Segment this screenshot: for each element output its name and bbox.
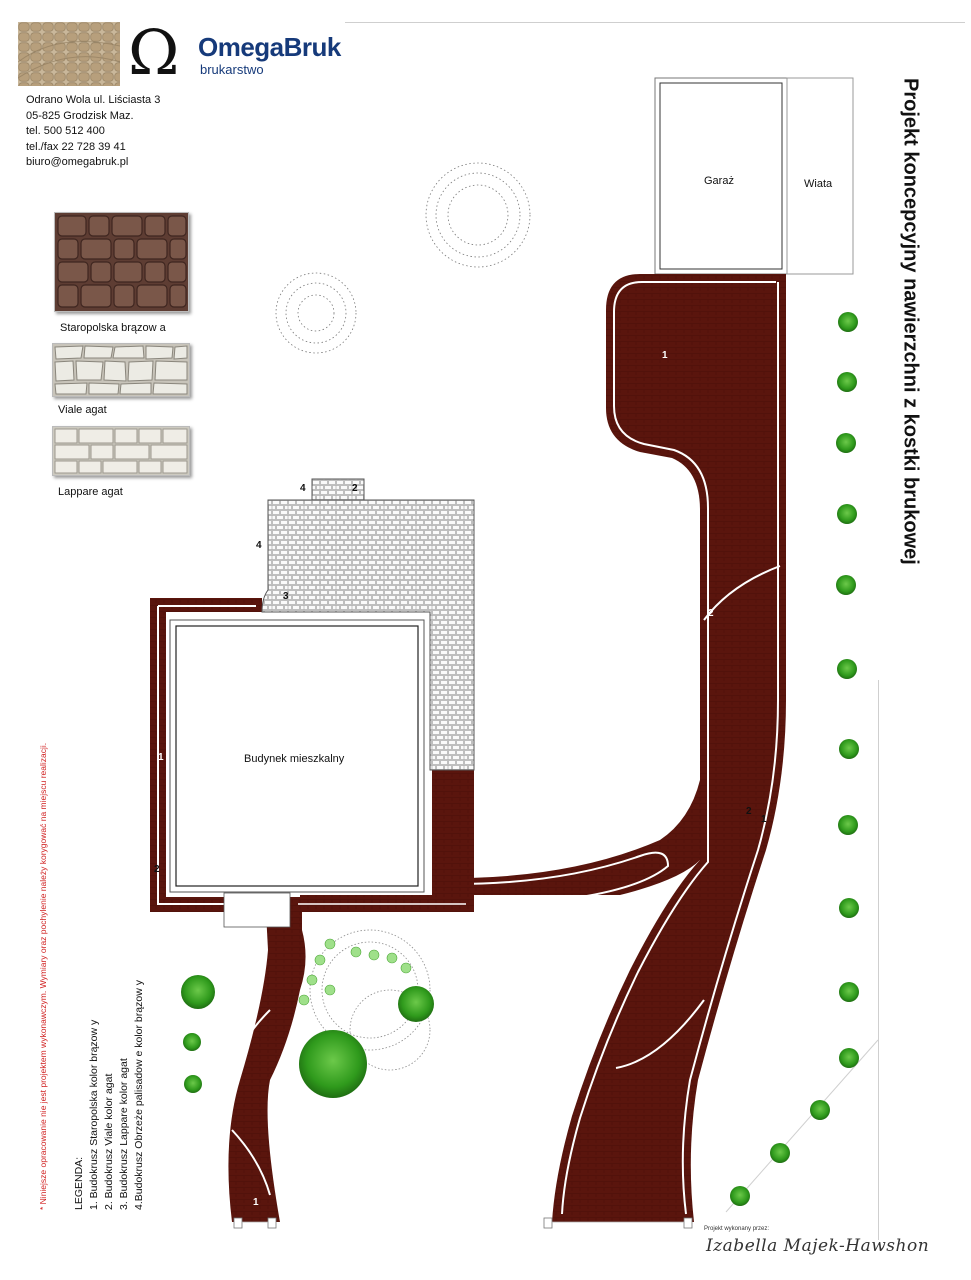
legend-item: 2. Budokrusz Viale kolor agat [103, 1073, 115, 1210]
legend-item: 1. Budokrusz Staropolska kolor brązow y [88, 1019, 100, 1210]
signature: Izabella Majek-Hawshon [706, 1236, 930, 1256]
address-line: Odrano Wola ul. Liściasta 3 [26, 94, 161, 106]
marker-2: 2 [708, 608, 714, 619]
swatch-label-viale: Viale agat [58, 404, 107, 416]
terrace-step [311, 478, 365, 501]
marker-2: 2 [352, 483, 358, 494]
marker-2: 2 [746, 806, 752, 817]
disclaimer-text: * Niniejsze opracowanie nie jest projekt… [38, 742, 48, 1210]
legend: LEGENDA: 1. Budokrusz Staropolska kolor … [72, 940, 162, 1210]
marker-1: 1 [761, 814, 767, 825]
shed [786, 77, 854, 275]
fax: tel./fax 22 728 39 41 [26, 140, 126, 153]
shrub-icons [181, 312, 859, 1206]
company-logo: Ω OmegaBruk brukarstwo [128, 22, 341, 84]
tree-sketch-small [275, 272, 357, 354]
frame-right-line [878, 680, 879, 1240]
garage [654, 77, 788, 275]
marker-1: 1 [158, 752, 164, 763]
swatch-label-lappare: Lappare agat [58, 486, 123, 498]
label-shed: Wiata [804, 178, 833, 190]
logo-paving-photo [18, 22, 120, 86]
driveway-edge-line [561, 281, 776, 1215]
legend-item: 3. Budokrusz Lappare kolor agat [118, 1058, 130, 1210]
frame-top-line [345, 22, 965, 23]
swatch-label-staropolska: Staropolska brązow a [60, 322, 166, 334]
marker-3: 3 [283, 591, 289, 602]
marker-2: 2 [154, 864, 160, 875]
company-name: OmegaBruk [198, 32, 341, 62]
company-address: Odrano Wola ul. Liściasta 3 05-825 Grodz… [26, 93, 160, 171]
signature-caption: Projekt wykonany przez: [704, 1226, 770, 1232]
driveway-main [552, 274, 786, 1222]
label-garage: Garaż [704, 175, 734, 187]
connector-path [300, 770, 700, 905]
terrace [261, 499, 475, 771]
omega-logo-icon: Ω [128, 16, 180, 89]
swatch-viale [52, 343, 190, 397]
phone: tel. 500 512 400 [26, 125, 105, 137]
page-title: Projekt koncepcyjny nawierzchni z kostki… [890, 78, 930, 658]
marker-1: 1 [662, 350, 668, 361]
disclaimer-note: * Niniejsze opracowanie nie jest projekt… [38, 640, 54, 1220]
tree-sketch-large [425, 162, 531, 268]
legend-item: 4.Budokrusz Obrzeże palisadow e kolor br… [133, 980, 145, 1210]
email: biuro@omegabruk.pl [26, 156, 129, 168]
page-title-text: Projekt koncepcyjny nawierzchni z kostki… [899, 78, 922, 565]
swatch-staropolska [54, 212, 189, 312]
signature-block: Projekt wykonany przez: Izabella Majek-H… [700, 1226, 929, 1266]
marker-1: 1 [253, 1197, 259, 1208]
house-surround-path [150, 598, 474, 1222]
address-line: 05-825 Grodzisk Maz. [26, 109, 134, 122]
legend-heading: LEGENDA: [73, 1156, 85, 1210]
swatch-lappare [52, 426, 190, 476]
marker-4: 4 [300, 483, 306, 494]
label-house: Budynek mieszkalny [244, 753, 345, 765]
marker-4: 4 [256, 540, 262, 551]
company-tagline: brukarstwo [200, 62, 264, 77]
